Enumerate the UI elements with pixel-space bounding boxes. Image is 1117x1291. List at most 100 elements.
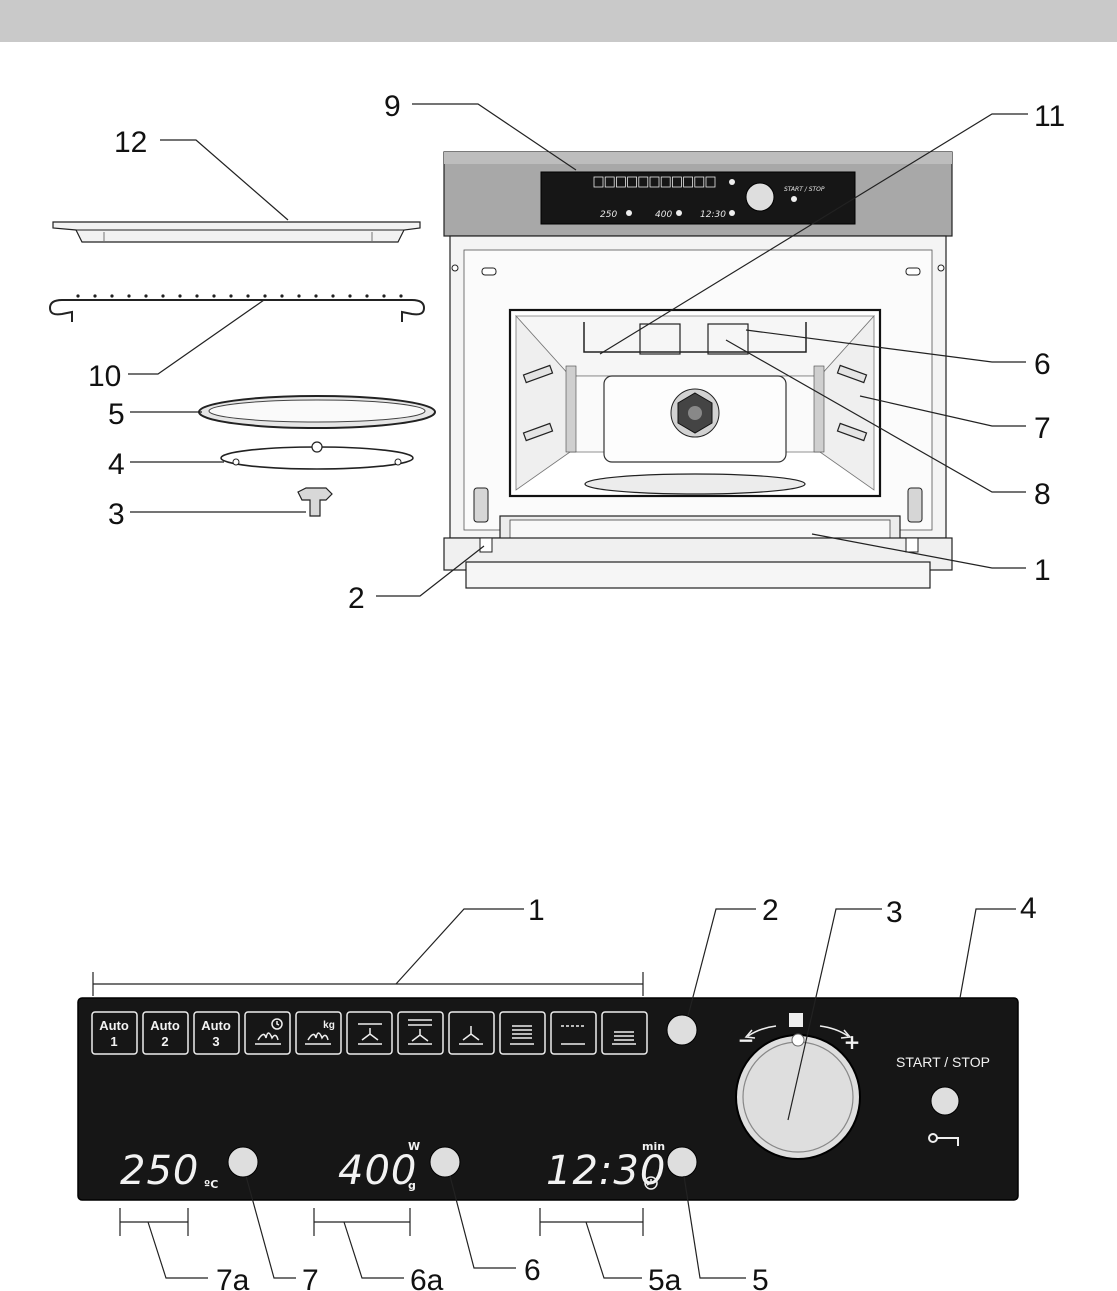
mini-temperature: 250 — [600, 210, 617, 220]
callout-10: 10 — [88, 360, 121, 393]
callout-2: 2 — [348, 582, 365, 615]
turntable-glass-plate — [198, 395, 436, 429]
rack-wire-dot — [229, 294, 233, 298]
temperature-button[interactable] — [227, 1146, 259, 1178]
grill-fan-button[interactable] — [397, 1011, 444, 1055]
callout-9: 9 — [384, 90, 401, 123]
top-heat-fan-button[interactable] — [346, 1011, 393, 1055]
rack-wire-dot — [161, 294, 165, 298]
auto-button-2-label: Auto — [150, 1018, 180, 1033]
auto-button-3-number: 3 — [212, 1034, 219, 1049]
defrost-weight-icon — [305, 1032, 331, 1045]
start-stop-button[interactable] — [930, 1086, 960, 1116]
rack-wire-dot — [263, 294, 267, 298]
microwave-button[interactable] — [601, 1011, 648, 1055]
mini-function-button — [705, 176, 716, 188]
mini-power: 400 — [655, 210, 672, 220]
temperature-unit: ºC — [204, 1178, 218, 1191]
auto-button-1-label: Auto — [99, 1018, 129, 1033]
mini-function-button — [660, 176, 671, 188]
mini-time: 12:30 — [700, 210, 726, 220]
grill-button[interactable] — [499, 1011, 546, 1055]
start-stop-label: START / STOP — [896, 1054, 990, 1070]
callout-1: 1 — [1034, 554, 1051, 587]
auto-button-3-label: Auto — [201, 1018, 231, 1033]
power-unit-watt: W — [408, 1140, 420, 1153]
panel-callout-3: 3 — [886, 896, 903, 929]
time-button[interactable] — [666, 1146, 698, 1178]
panel-callout-5: 5 — [752, 1264, 769, 1291]
rack-wire-dot — [110, 294, 114, 298]
callout-8: 8 — [1034, 478, 1051, 511]
top-bottom-heat-button[interactable] — [550, 1011, 597, 1055]
knob-arrow-left-icon — [747, 1025, 777, 1037]
grill-icon — [510, 1025, 534, 1045]
mini-function-button — [694, 176, 705, 188]
callout-5: 5 — [108, 398, 125, 431]
rack-wire-dot — [144, 294, 148, 298]
rack-wire-dot — [280, 294, 284, 298]
rack-wire-dot — [195, 294, 199, 298]
panel-callout-4: 4 — [1020, 892, 1037, 925]
oven-mini-panel: 250 400 12:30 START / STOP — [593, 176, 825, 220]
rack-wire-dot — [331, 294, 335, 298]
time-unit: min — [642, 1140, 665, 1153]
mini-function-button — [604, 176, 615, 188]
panel-callout-6: 6 — [524, 1254, 541, 1287]
fan-icon — [459, 1026, 483, 1045]
panel-leader-lines — [92, 908, 1016, 1279]
knob-minus-label: − — [738, 1028, 755, 1052]
panel-callout-7a: 7a — [216, 1264, 250, 1291]
mini-function-button — [627, 176, 637, 188]
mini-function-button — [672, 176, 682, 188]
rack-wire-dot — [297, 294, 301, 298]
baking-tray — [52, 221, 421, 243]
auto-button-3[interactable]: Auto 3 — [193, 1011, 240, 1055]
rack-wire-dot — [348, 294, 352, 298]
panel-callout-7: 7 — [302, 1264, 319, 1291]
rack-wire-dot — [246, 294, 250, 298]
oven-front — [443, 151, 953, 589]
mini-function-button — [616, 176, 626, 188]
mini-function-button — [638, 176, 649, 188]
temperature-display: 250 — [120, 1148, 199, 1194]
auto-button-1[interactable]: Auto 1 — [91, 1011, 138, 1055]
panel-callout-2: 2 — [762, 894, 779, 927]
grill-fan-icon — [408, 1019, 432, 1045]
oven-leader-lines — [128, 103, 1028, 597]
header-bar — [0, 0, 1117, 42]
defrost-time-icon — [255, 1018, 283, 1045]
rack-wire-dot — [127, 294, 131, 298]
microwave-icon — [612, 1031, 636, 1045]
defrost-time-button[interactable] — [244, 1011, 291, 1055]
control-panel: Auto 1 Auto 2 Auto 3 — [77, 997, 1019, 1201]
control-knob[interactable] — [735, 1033, 861, 1160]
auto-button-2[interactable]: Auto 2 — [142, 1011, 189, 1055]
rack-wire-dot — [399, 294, 403, 298]
power-unit-gram: g — [408, 1179, 416, 1192]
mini-function-button — [649, 176, 660, 188]
callout-11: 11 — [1034, 100, 1065, 133]
callout-6: 6 — [1034, 348, 1051, 381]
rack-wire-dot — [212, 294, 216, 298]
function-select-button[interactable] — [666, 1014, 698, 1046]
panel-callout-6a: 6a — [410, 1264, 444, 1291]
turntable-coupler — [297, 487, 333, 517]
top-bottom-heat-icon — [561, 1025, 585, 1045]
rack-wire-dot — [365, 294, 369, 298]
knob-plus-label: + — [844, 1030, 861, 1054]
callout-3: 3 — [108, 498, 125, 531]
power-display: 400 — [338, 1148, 417, 1194]
callout-4: 4 — [108, 448, 125, 481]
defrost-weight-button[interactable]: kg — [295, 1011, 342, 1055]
panel-callout-5a: 5a — [648, 1264, 682, 1291]
callout-7: 7 — [1034, 412, 1051, 445]
top-heat-fan-icon — [358, 1023, 382, 1045]
key-lock-icon — [928, 1133, 959, 1146]
roller-ring — [220, 441, 414, 470]
fan-button[interactable] — [448, 1011, 495, 1055]
auto-button-2-number: 2 — [161, 1034, 168, 1049]
rack-wire-dot — [314, 294, 318, 298]
power-button[interactable] — [429, 1146, 461, 1178]
